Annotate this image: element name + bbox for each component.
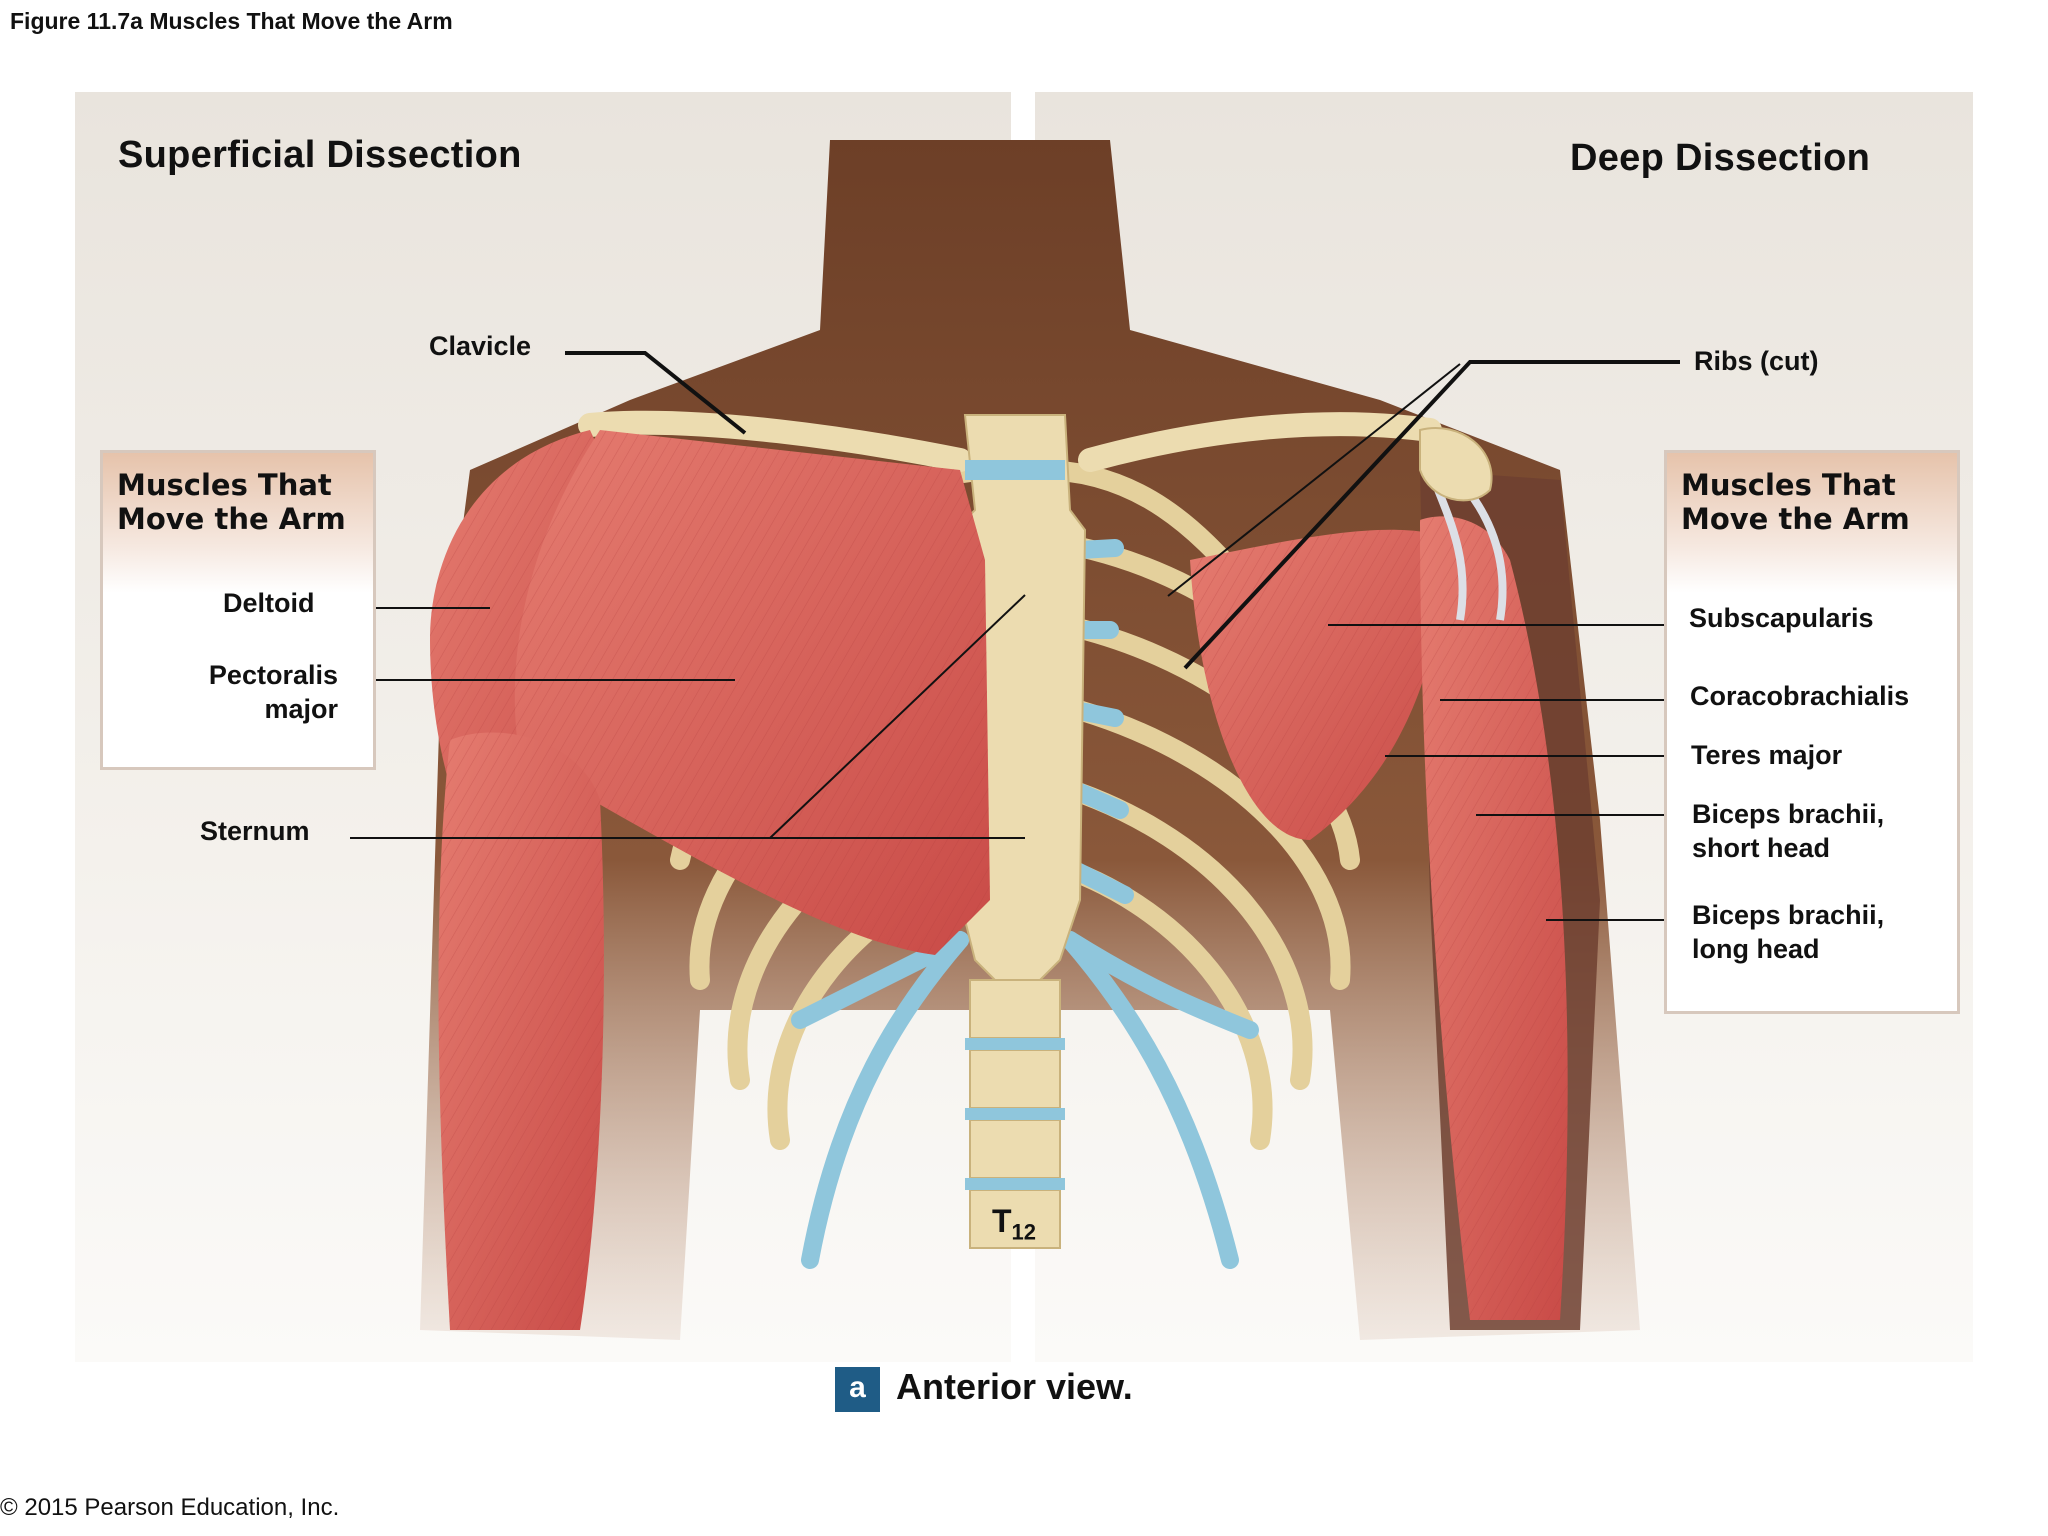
left-upper-arm-fibers [438,732,604,1330]
label-vertebra-t12: T12 [992,1170,1036,1249]
subscapularis-fibers [1190,529,1442,840]
copyright-notice: © 2015 Pearson Education, Inc. [0,1494,340,1521]
humeral-head [1419,427,1493,502]
biceps-fibers [1420,516,1568,1320]
ribs-leader-main [1183,360,1680,670]
leader-lines [350,351,1680,921]
intervertebral-discs [965,1038,1065,1190]
right-muscle-box: Muscles That Move the Arm [1664,450,1960,1014]
ribs-leader-branch [1167,363,1461,597]
caption-badge: a [835,1367,880,1412]
left-box-heading: Muscles That Move the Arm [117,468,346,536]
pectoralis-fibers [514,430,990,955]
label-teres-major: Teres major [1691,740,1843,770]
caption-text: Anterior view. [896,1366,1133,1407]
label-biceps-short-head: Biceps brachii, short head [1692,799,1885,863]
figure-title: Figure 11.7a Muscles That Move the Arm [10,8,453,34]
label-subscapularis: Subscapularis [1689,603,1874,633]
superficial-dissection-title: Superficial Dissection [118,134,522,176]
clavicle-leader [565,351,747,435]
sternum-leader-branch [769,594,1026,839]
vertebra-letter: T [992,1203,1012,1239]
label-coracobrachialis: Coracobrachialis [1690,681,1910,711]
vertebra-number: 12 [1011,1219,1037,1245]
label-pectoralis-major: Pectoralis major [208,660,338,724]
label-biceps-long-head: Biceps brachii, long head [1692,900,1885,964]
right-box-heading: Muscles That Move the Arm [1681,468,1910,536]
deep-dissection-title: Deep Dissection [1570,137,1871,179]
vertebral-column [969,979,1061,1249]
clavicles [578,410,1442,472]
label-sternum: Sternum [200,816,310,846]
sternal-joint [965,460,1065,480]
label-deltoid: Deltoid [223,588,315,618]
left-muscle-box: Muscles That Move the Arm [100,450,376,770]
label-ribs-cut: Ribs (cut) [1694,346,1819,376]
label-clavicle: Clavicle [429,331,532,361]
